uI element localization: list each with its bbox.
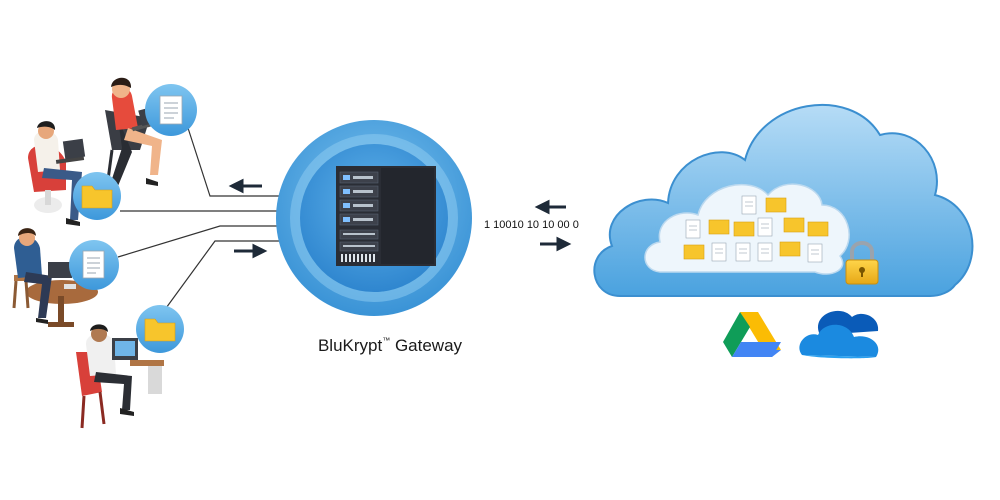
user-3 xyxy=(12,228,119,327)
document-icon xyxy=(757,217,773,237)
folder-icon xyxy=(708,219,730,235)
onedrive-icon xyxy=(799,310,879,359)
gateway-trademark: ™ xyxy=(382,336,391,345)
gateway-label: BluKrypt™ Gateway xyxy=(290,336,490,356)
arrow-to-users xyxy=(228,178,262,194)
folder-icon xyxy=(783,217,805,233)
connection-lines xyxy=(117,127,300,331)
binary-stream: 1 10010 10 10 00 0 xyxy=(484,219,579,231)
padlock-icon xyxy=(845,241,879,285)
document-icon xyxy=(807,243,823,263)
arrow-to-gateway xyxy=(234,243,268,259)
connector-user-4 xyxy=(149,240,300,331)
folder-icon-badge xyxy=(136,305,184,353)
person-icon xyxy=(12,228,98,327)
connector-user-1 xyxy=(187,127,300,197)
document-icon xyxy=(735,242,751,262)
person-icon xyxy=(28,121,86,226)
document-icon xyxy=(757,242,773,262)
folder-icon xyxy=(807,221,829,237)
folder-icon xyxy=(683,244,705,260)
person-icon xyxy=(76,324,164,429)
folder-icon xyxy=(765,197,787,213)
arrow-to-gateway-from-cloud xyxy=(534,199,566,215)
folder-icon-badge xyxy=(73,172,121,220)
gateway-suffix: Gateway xyxy=(394,336,463,355)
cloud-storage-icon xyxy=(593,103,974,297)
document-icon xyxy=(741,195,757,215)
google-drive-icon xyxy=(723,312,781,357)
arrow-to-cloud xyxy=(540,236,572,252)
document-icon xyxy=(711,242,727,262)
server-rack-icon xyxy=(336,166,436,266)
user-2 xyxy=(28,121,121,226)
data-tube xyxy=(440,190,640,245)
gateway-name: BluKrypt xyxy=(317,336,383,355)
document-icon-badge xyxy=(145,84,197,136)
folder-icon xyxy=(779,241,801,257)
connector-user-3 xyxy=(117,225,300,258)
user-1 xyxy=(105,77,197,186)
user-4 xyxy=(76,305,184,429)
document-icon-badge xyxy=(69,240,119,290)
folder-icon xyxy=(733,221,755,237)
document-icon xyxy=(685,219,701,239)
cloud-files xyxy=(683,195,829,263)
gateway-node xyxy=(276,120,472,316)
